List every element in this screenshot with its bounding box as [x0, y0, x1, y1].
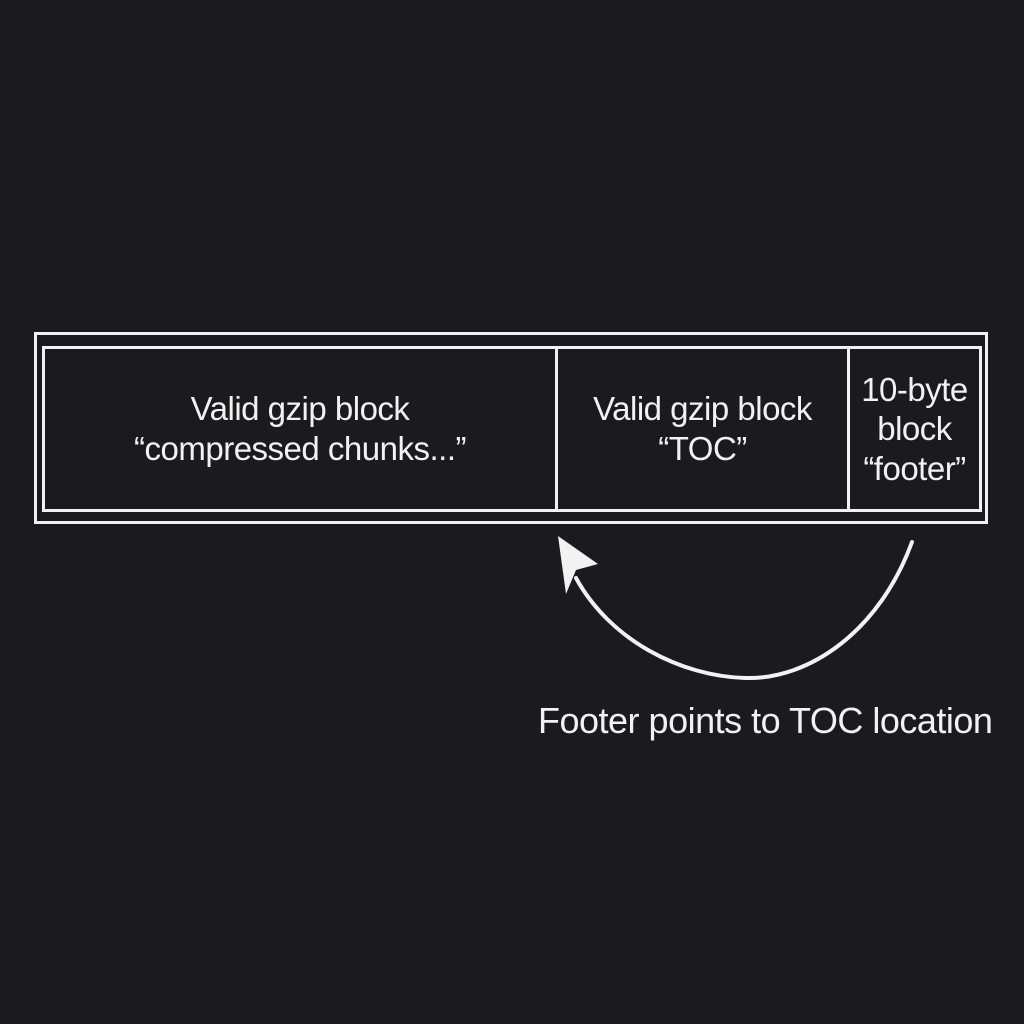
block-footer-line2: block — [877, 410, 952, 448]
arrowhead-icon — [558, 536, 598, 594]
block-footer-line3: “footer” — [863, 449, 966, 487]
block-chunks-line2: “compressed chunks...” — [134, 430, 466, 467]
arrow-curve — [574, 540, 914, 681]
block-footer-line1: 10-byte — [861, 370, 968, 408]
block-toc-line1: Valid gzip block — [593, 390, 812, 428]
file-outer-border — [34, 332, 988, 524]
block-compressed-chunks: Valid gzip block “compressed chunks...” — [45, 349, 558, 509]
block-footer: 10-byte block “footer” — [850, 349, 979, 509]
block-chunks-line1: Valid gzip block — [190, 390, 410, 428]
block-toc-line2: “TOC” — [658, 430, 747, 467]
arrow-caption: Footer points to TOC location — [538, 700, 993, 741]
file-layout: Valid gzip block “compressed chunks...” … — [42, 346, 982, 512]
block-toc: Valid gzip block “TOC” — [558, 349, 850, 509]
